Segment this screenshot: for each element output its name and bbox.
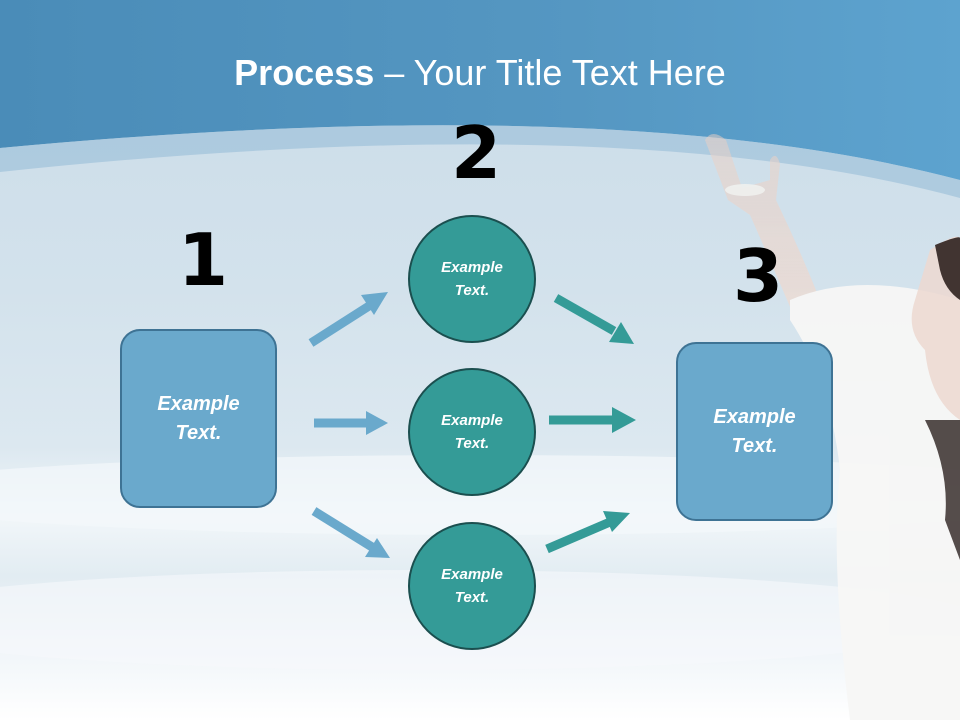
right-box: Example Text. (676, 342, 833, 521)
arrow-left-to-bottom (311, 507, 390, 558)
right-box-text: Example Text. (713, 405, 796, 457)
arrow-bottom-to-right (545, 511, 630, 554)
header-band (0, 0, 960, 180)
left-box: Example Text. (120, 329, 277, 508)
title-rest: – Your Title Text Here (374, 52, 726, 93)
left-box-text: Example Text. (157, 392, 240, 444)
circle-middle: Example Text. (408, 368, 536, 496)
circle-top-text: Example Text. (441, 259, 503, 299)
circle-top: Example Text. (408, 215, 536, 343)
step-number-3: 3 (733, 234, 784, 318)
arrow-left-to-top (308, 292, 388, 347)
slide-title: Process – Your Title Text Here (0, 52, 960, 94)
title-bold: Process (234, 52, 375, 93)
arrow-middle-to-right (549, 407, 636, 433)
step-number-1: 1 (178, 218, 229, 302)
arrow-left-to-middle (314, 411, 388, 435)
circle-bottom-text: Example Text. (441, 566, 503, 606)
circle-middle-text: Example Text. (441, 412, 503, 452)
circle-bottom: Example Text. (408, 522, 536, 650)
step-number-2: 2 (451, 111, 502, 195)
arrow-top-to-right (553, 294, 634, 344)
